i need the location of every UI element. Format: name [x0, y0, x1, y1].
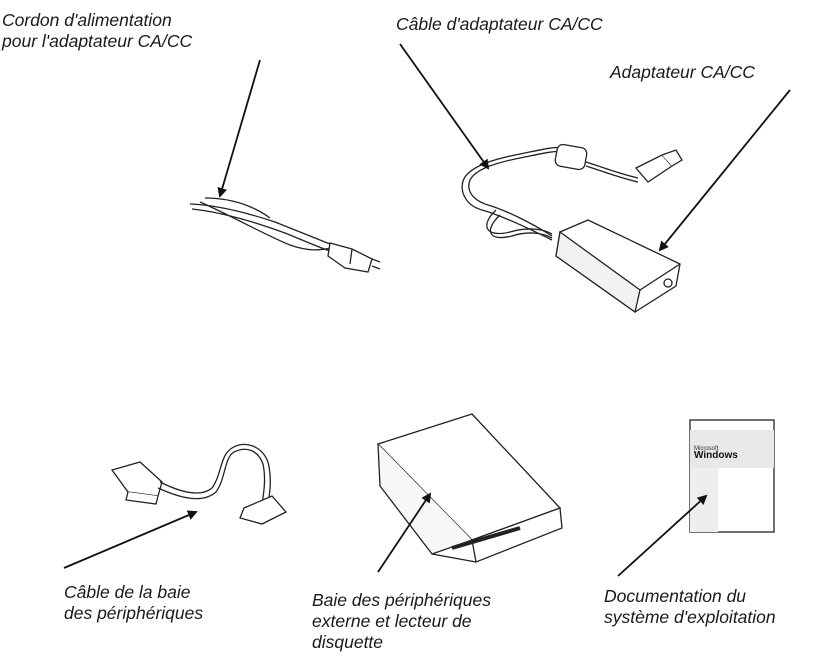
- power-cord-callout-arrow: [217, 59, 261, 198]
- bay-cable-label: Câble de la baie des périphériques: [64, 582, 204, 623]
- power-cord-illustration: [189, 197, 381, 273]
- os-docs-label: Documentation du système d'exploitation: [604, 586, 776, 627]
- ac-adapter-illustration: [555, 219, 681, 314]
- os-manual-illustration: [689, 419, 775, 533]
- adapter-cable-callout-arrow: [399, 43, 490, 170]
- manual-brand-small: Microsoft: [694, 446, 719, 452]
- bay-cable-illustration: [110, 443, 288, 525]
- power-cord-label: Cordon d'alimentation pour l'adaptateur …: [2, 10, 193, 51]
- bay-cable-callout-arrow: [63, 510, 198, 569]
- external-bay-illustration: [376, 413, 563, 563]
- manual-brand-large: Windows: [694, 450, 738, 461]
- external-bay-label: Baie des périphériques externe et lecteu…: [312, 590, 492, 652]
- adapter-label: Adaptateur CA/CC: [610, 62, 755, 82]
- external-bay-callout-arrow: [377, 492, 432, 573]
- adapter-cable-label: Câble d'adaptateur CA/CC: [396, 14, 603, 34]
- os-manual-callout-arrow: [617, 494, 708, 577]
- adapter-callout-arrow: [658, 89, 791, 252]
- adapter-cable-illustration: [461, 143, 683, 241]
